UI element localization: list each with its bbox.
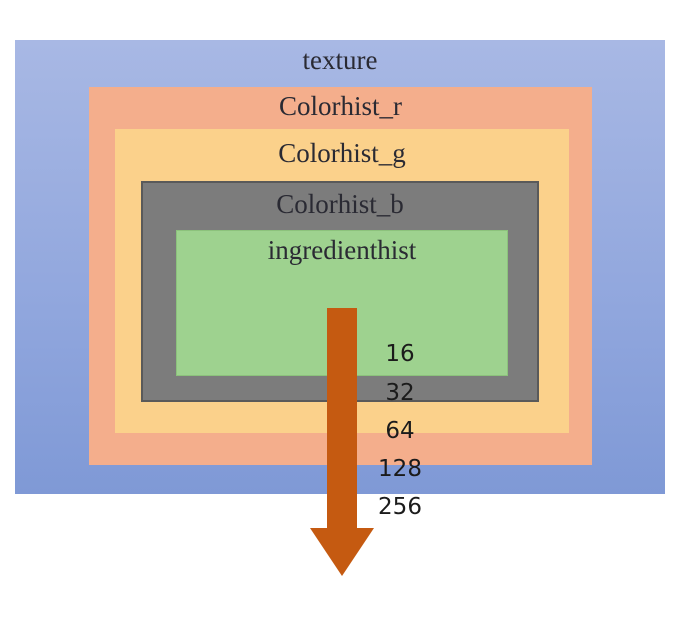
colorhist-b-label: Colorhist_b	[276, 189, 404, 219]
ingredienthist-label: ingredienthist	[267, 235, 417, 265]
arrow-shaft	[327, 308, 357, 530]
size-label-128: 128	[378, 456, 422, 482]
arrow-head	[310, 528, 374, 576]
texture-label: texture	[302, 45, 378, 75]
size-label-256: 256	[378, 494, 422, 520]
size-label-32: 32	[385, 380, 415, 406]
colorhist-g-label: Colorhist_g	[278, 138, 406, 168]
down-arrow-icon	[310, 308, 374, 576]
size-label-16: 16	[385, 341, 415, 367]
size-label-64: 64	[385, 418, 415, 444]
colorhist-r-label: Colorhist_r	[278, 91, 402, 121]
